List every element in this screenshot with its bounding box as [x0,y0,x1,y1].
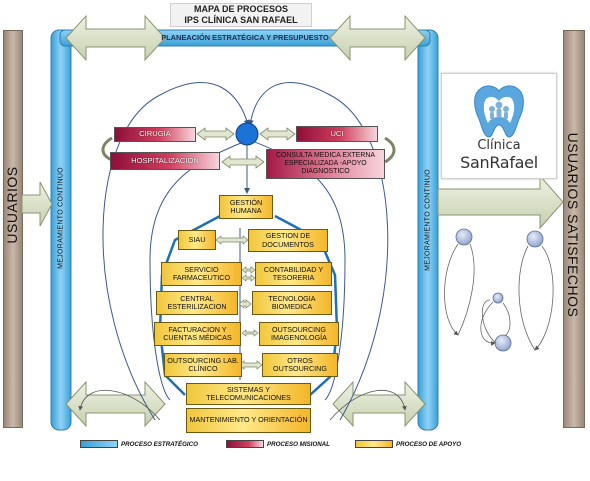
box-contabilidad: CONTABILIDAD Y TESORERIA [255,262,332,286]
label-tecnologia-biomedica: TECNOLOGIA BIOMEDICA [268,293,316,311]
label-servicio-farmaceutico: SERVICIO FARMACEUTICO [172,264,231,282]
heart-left-curve [102,82,250,421]
logo-line-1: Clínica [477,138,521,153]
label-uci: UCI [330,128,344,138]
box-consulta: CONSULTA MEDICA EXTERNA ESPECIALIZADA -A… [266,149,385,179]
legend-swatch-support [355,440,393,448]
label-mantenimiento: MANTENIMIENTO Y ORIENTACIÓN [189,415,308,425]
tooth-logo-icon [474,85,524,138]
user-circle-2 [526,230,544,248]
label-gestion-documentos: GESTION DE DOCUMENTOS [262,231,314,249]
user-circle-3 [492,292,504,304]
box-cirugia: CIRUGIA [114,127,196,142]
user-circle-1 [455,228,473,246]
box-gestion-documentos: GESTION DE DOCUMENTOS [248,229,328,252]
legend-label-support: PROCESO DE APOYO [396,441,462,448]
arrow-hosp-consulta [221,155,265,169]
label-outsourcing-lab: OUTSOURCING LAB. CLÍNICO [167,355,239,373]
label-consulta: CONSULTA MEDICA EXTERNA ESPECIALIZADA -A… [276,152,375,175]
bottom-left-double-arrow [65,380,166,428]
diagram-title: MAPA DE PROCESOS IPS CLÍNICA SAN RAFAEL [170,3,312,27]
satisfied-users-bar [563,30,585,428]
strategic-right-bar [417,29,439,431]
label-central-esterilizacion: CENTRAL ESTERILIZACION [167,293,227,311]
label-siau: SIAU [188,234,206,244]
clinic-logo: Clínica SanRafael [441,73,557,179]
box-facturacion: FACTURACION Y CUENTAS MÉDICAS [154,322,241,346]
label-sistemas: SISTEMAS Y TELECOMUNICACIONES [206,384,291,402]
arrow-hub-uci [259,127,296,141]
label-gestion-humana: GESTIÓN HUMANA [229,197,263,215]
legend-swatch-strategic [80,440,118,448]
users-bar [3,30,23,428]
box-servicio-farmaceutico: SERVICIO FARMACEUTICO [161,262,242,286]
box-outsourcing-imagenologia: OUTSOURCING IMAGENOLOGÍA [259,322,339,346]
bottom-right-double-arrow [332,380,426,428]
legend-label-missional: PROCESO MISIONAL [267,441,330,448]
box-gestion-humana: GESTIÓN HUMANA [219,195,273,219]
top-left-double-arrow [65,14,166,62]
continuous-improvement-right: MEJORAMIENTO CONTINUO [424,169,432,271]
curve-cirugia-hosp [101,136,113,162]
box-uci: UCI [296,126,378,142]
curve-bottom-right [329,389,407,421]
box-hospitalizacion: HOSPITALIZACIÓN [110,152,220,170]
legend-label-strategic: PROCESO ESTRATÉGICO [121,441,198,448]
satisfaction-loops [444,243,554,351]
central-hub [235,122,259,146]
title-line-2: IPS CLÍNICA SAN RAFAEL [184,15,298,25]
box-outsourcing-lab: OUTSOURCING LAB. CLÍNICO [164,353,242,377]
box-tecnologia-biomedica: TECNOLOGIA BIOMEDICA [252,291,332,315]
label-contabilidad: CONTABILIDAD Y TESORERIA [263,264,324,282]
top-right-double-arrow [329,14,426,62]
strategic-left-bar [50,29,72,431]
user-circle-4 [494,334,512,352]
box-otros-outsourcing: OTROS OUTSOURCING [262,353,338,377]
label-hospitalizacion: HOSPITALIZACIÓN [131,155,199,165]
label-otros-outsourcing: OTROS OUTSOURCING [273,355,327,373]
support-arrows [215,235,263,370]
box-central-esterilizacion: CENTRAL ESTERILIZACION [156,291,238,315]
curve-bottom-left [78,389,161,421]
input-arrow [21,181,53,227]
output-arrow [437,174,564,230]
title-line-1: MAPA DE PROCESOS [193,4,288,14]
label-outsourcing-imagenologia: OUTSOURCING IMAGENOLOGÍA [271,324,327,342]
curve-uci-consulta [384,136,396,164]
continuous-improvement-left: MEJORAMIENTO CONTINUO [57,167,65,269]
arrow-cirugia-hub [196,127,235,141]
logo-line-2: SanRafael [460,153,538,172]
legend-swatch-missional [226,440,264,448]
planning-label: PLANEACIÓN ESTRATÉGICA Y PRESUPUESTO [161,33,329,42]
box-mantenimiento: MANTENIMIENTO Y ORIENTACIÓN [186,408,311,433]
label-cirugia: CIRUGIA [139,129,171,139]
label-facturacion: FACTURACION Y CUENTAS MÉDICAS [163,324,232,342]
box-siau: SIAU [178,230,216,250]
box-sistemas: SISTEMAS Y TELECOMUNICACIONES [186,383,311,405]
heart-right-curve [247,82,389,421]
